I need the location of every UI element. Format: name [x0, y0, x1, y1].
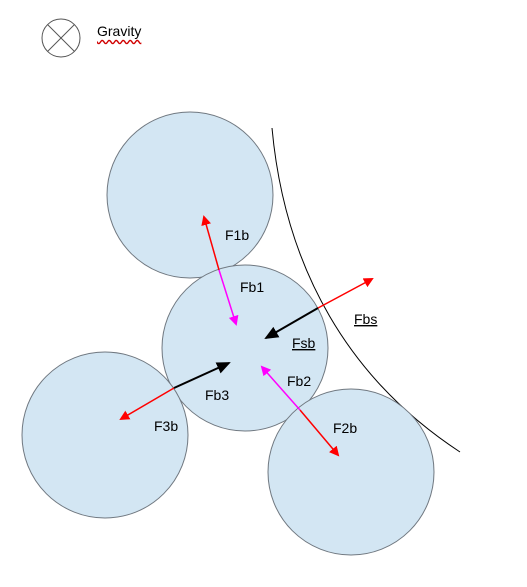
- arrow-fbs: [317, 278, 374, 309]
- label-fb1: Fb1: [240, 279, 264, 295]
- arrow-fsb: [264, 307, 319, 339]
- ball-2: [267, 388, 435, 556]
- label-f3b: F3b: [154, 418, 178, 434]
- arrow-fb1: [218, 269, 239, 326]
- arrow-fb3: [173, 362, 231, 389]
- arrow-f1b: [201, 215, 220, 271]
- label-fb2: Fb2: [287, 373, 311, 389]
- arrow-f3b: [119, 387, 175, 421]
- label-fsb: Fsb: [292, 335, 316, 351]
- ball-center: [161, 264, 329, 432]
- ball-1: [106, 111, 274, 279]
- label-f1b: F1b: [225, 227, 249, 243]
- label-fb3: Fb3: [205, 387, 229, 403]
- legend-gravity-label: Gravity: [97, 23, 142, 39]
- ball-3: [21, 351, 189, 519]
- gravity-circle-cross-icon: [41, 18, 81, 58]
- label-fbs: Fbs: [354, 311, 377, 327]
- arrow-f2b: [299, 409, 340, 457]
- arrow-fb2: [260, 365, 301, 411]
- wall-curve: [271, 127, 461, 453]
- label-f2b: F2b: [333, 420, 357, 436]
